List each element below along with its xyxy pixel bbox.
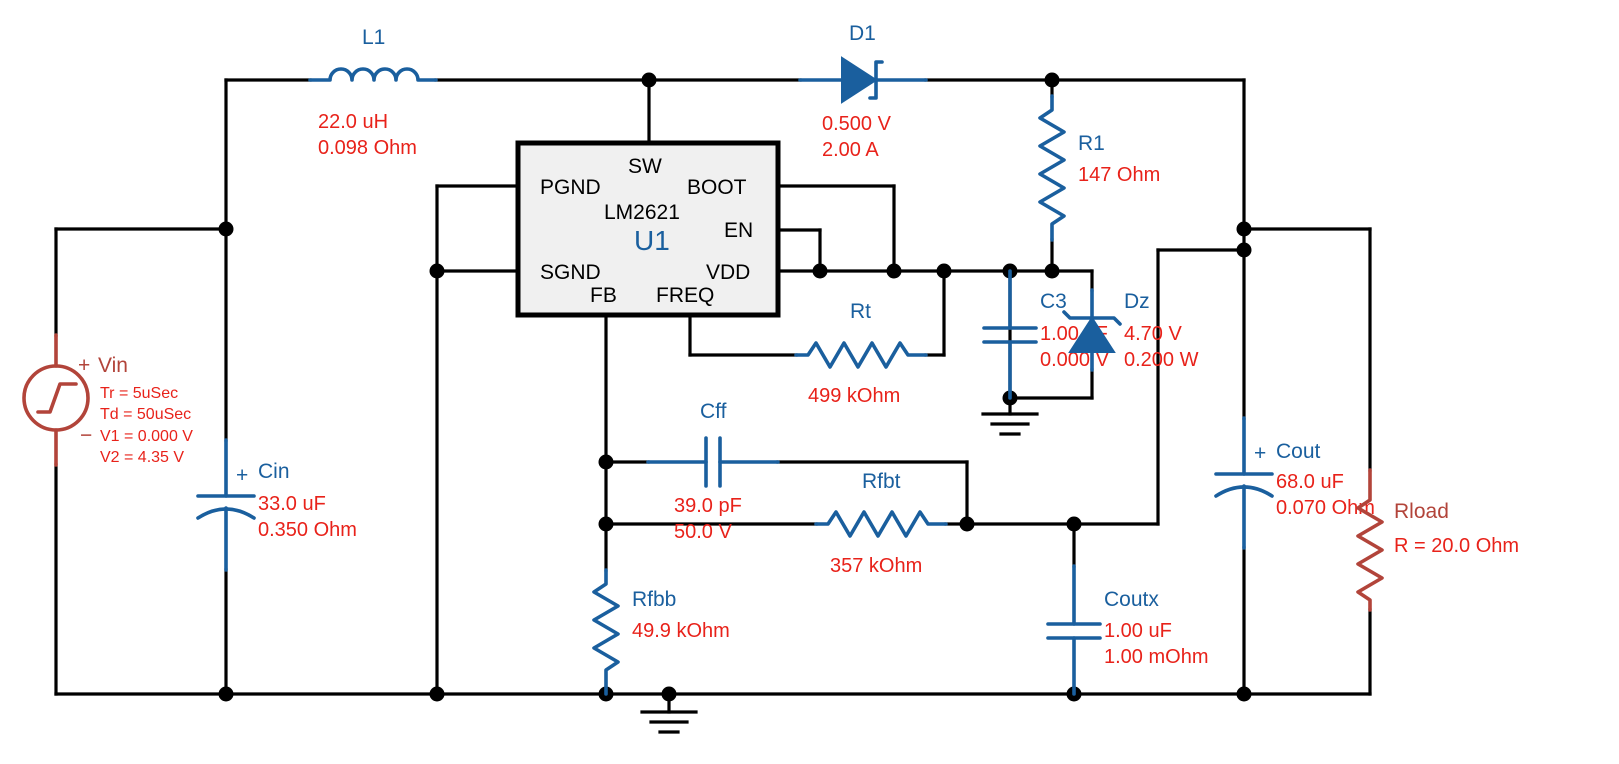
resistor-rload[interactable]: Rload R = 20.0 Ohm	[1356, 468, 1519, 612]
vin-tr: Tr = 5uSec	[100, 385, 178, 402]
c3-name: C3	[1040, 290, 1067, 313]
ic-u1[interactable]: SW PGND BOOT LM2621 EN U1 SGND VDD FB FR…	[515, 140, 781, 318]
rt-name: Rt	[850, 300, 871, 323]
dz-name: Dz	[1124, 290, 1150, 313]
r1-name: R1	[1078, 132, 1105, 155]
u1-pin-boot: BOOT	[687, 176, 747, 199]
coutx-value: 1.00 uF	[1104, 620, 1172, 642]
l1-esr: 0.098 Ohm	[318, 137, 417, 159]
cout-esr: 0.070 Ohm	[1276, 497, 1375, 519]
cff-rating: 50.0 V	[674, 521, 732, 543]
cout-plus-sign: +	[1254, 442, 1266, 465]
cff-name: Cff	[700, 400, 727, 423]
cin-name: Cin	[258, 460, 290, 483]
ground-symbol-c3	[981, 412, 1039, 436]
coutx-name: Coutx	[1104, 588, 1159, 611]
r1-value: 147 Ohm	[1078, 164, 1160, 186]
rfbb-value: 49.9 kOhm	[632, 620, 730, 642]
rt-value: 499 kOhm	[808, 385, 900, 407]
u1-pin-fb: FB	[590, 284, 617, 307]
rfbb-name: Rfbb	[632, 588, 676, 611]
resistor-rt[interactable]: Rt 499 kOhm	[794, 300, 928, 407]
diode-d1[interactable]: D1 0.500 V 2.00 A	[798, 22, 928, 161]
cin-plus-sign: +	[236, 464, 248, 487]
u1-pin-sw: SW	[628, 155, 662, 178]
vin-v1: V1 = 0.000 V	[100, 428, 193, 445]
wires	[54, 78, 1372, 714]
dz-power: 0.200 W	[1124, 349, 1199, 371]
u1-pin-pgnd: PGND	[540, 176, 601, 199]
d1-vf: 0.500 V	[822, 113, 892, 135]
cin-esr: 0.350 Ohm	[258, 519, 357, 541]
resistor-rfbt[interactable]: Rfbt 357 kOhm	[814, 470, 948, 577]
u1-part-number: LM2621	[604, 201, 680, 224]
d1-name: D1	[849, 22, 876, 45]
capacitor-cout[interactable]: + Cout 68.0 uF 0.070 Ohm	[1214, 416, 1375, 550]
d1-current: 2.00 A	[822, 139, 879, 161]
u1-pin-en: EN	[724, 219, 753, 242]
zener-dz[interactable]: Dz 4.70 V 0.200 W	[1062, 288, 1199, 372]
u1-ref: U1	[634, 225, 670, 256]
cout-value: 68.0 uF	[1276, 471, 1344, 493]
vin-minus-sign: −	[80, 424, 92, 447]
voltage-source-vin[interactable]: + Vin − Tr = 5uSec Td = 50uSec V1 = 0.00…	[22, 333, 193, 467]
vin-v2: V2 = 4.35 V	[100, 449, 184, 466]
cout-name: Cout	[1276, 440, 1321, 463]
capacitor-coutx[interactable]: Coutx 1.00 uF 1.00 mOhm	[1046, 564, 1208, 696]
rfbt-value: 357 kOhm	[830, 555, 922, 577]
u1-pin-vdd: VDD	[706, 261, 750, 284]
l1-value: 22.0 uH	[318, 111, 388, 133]
capacitor-cff[interactable]: Cff 39.0 pF 50.0 V	[646, 400, 780, 543]
u1-pin-sgnd: SGND	[540, 261, 601, 284]
capacitor-cin[interactable]: + Cin 33.0 uF 0.350 Ohm	[196, 438, 357, 572]
l1-name: L1	[362, 26, 385, 49]
cff-value: 39.0 pF	[674, 495, 742, 517]
rfbt-name: Rfbt	[862, 470, 901, 493]
dz-vz: 4.70 V	[1124, 323, 1182, 345]
vin-plus-sign: +	[78, 354, 90, 377]
resistor-rfbb[interactable]: Rfbb 49.9 kOhm	[592, 568, 730, 696]
ground-symbol-main	[640, 710, 698, 734]
rload-name: Rload	[1394, 500, 1449, 523]
resistor-r1[interactable]: R1 147 Ohm	[1038, 94, 1160, 242]
u1-pin-freq: FREQ	[656, 284, 714, 307]
coutx-esr: 1.00 mOhm	[1104, 646, 1208, 668]
inductor-l1[interactable]: L1 22.0 uH 0.098 Ohm	[308, 26, 438, 159]
vin-td: Td = 50uSec	[100, 406, 191, 423]
vin-name: Vin	[98, 354, 128, 377]
junction-dots	[218, 72, 1252, 702]
cin-value: 33.0 uF	[258, 493, 326, 515]
rload-value: R = 20.0 Ohm	[1394, 535, 1519, 557]
